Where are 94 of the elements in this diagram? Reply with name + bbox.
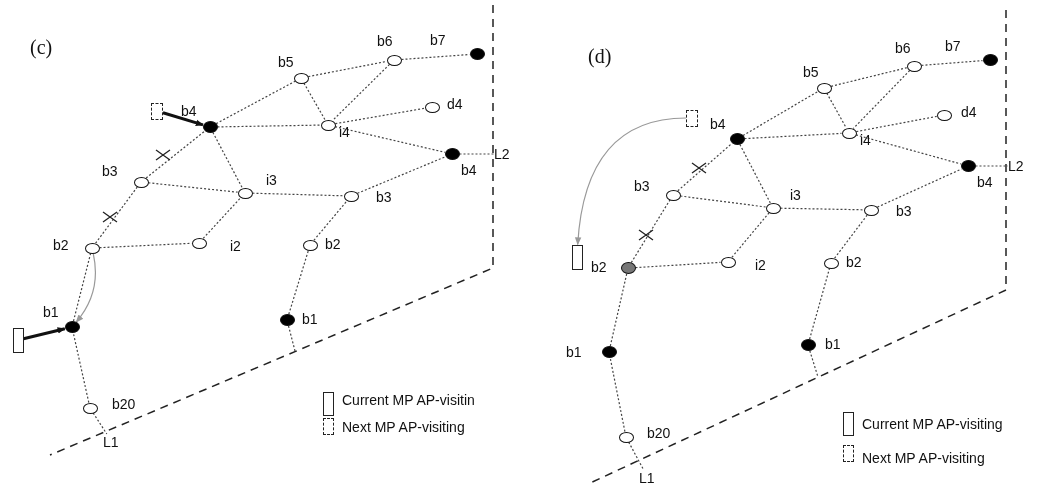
connector-line: [739, 143, 771, 204]
node-label: b20: [647, 425, 671, 441]
arrow: [75, 252, 97, 323]
node-label: b2: [53, 237, 69, 253]
arrow: [23, 327, 66, 341]
node-label: b20: [112, 396, 136, 412]
node-label: b1: [43, 304, 59, 320]
arrow: [575, 117, 687, 246]
panel-label: (c): [30, 36, 53, 58]
connector-line: [356, 156, 446, 194]
connector-line: [72, 252, 92, 322]
connector-line: [458, 153, 495, 155]
node-label: b3: [896, 203, 912, 219]
node-label: b2: [846, 254, 862, 270]
connector-line: [630, 199, 671, 264]
connector-line: [634, 261, 722, 269]
arrow: [162, 111, 204, 127]
node-label: b5: [278, 54, 294, 70]
connector-line: [215, 80, 296, 125]
node-label: b4: [977, 174, 993, 190]
connector-line: [334, 126, 446, 153]
legend-text: Next MP AP-visiting: [342, 419, 465, 435]
connector-line: [809, 267, 831, 340]
node-label: d4: [961, 104, 977, 120]
connector-line: [303, 82, 326, 121]
line-label: L1: [103, 434, 119, 450]
connector-line: [855, 134, 962, 165]
connector-line: [147, 182, 239, 193]
connector-line: [876, 168, 963, 208]
node-label: b2: [325, 236, 341, 252]
connector-line: [202, 197, 242, 239]
connector-line: [742, 90, 819, 137]
connector-line: [852, 69, 911, 130]
node-label: b1: [302, 311, 318, 327]
node-label: b3: [634, 178, 650, 194]
node-label: b3: [102, 163, 118, 179]
node-label: b4: [181, 103, 197, 119]
connector-line: [145, 130, 206, 179]
node-label: i3: [266, 172, 277, 188]
connector-line: [212, 131, 243, 189]
node-label: d4: [447, 96, 463, 112]
rectangle-marker: [686, 109, 698, 127]
connector-line: [331, 63, 391, 122]
node-label: b2: [591, 259, 607, 275]
connector-line: [855, 115, 938, 133]
node-label: b5: [803, 64, 819, 80]
connector-line: [628, 441, 645, 471]
connector-line: [731, 212, 770, 258]
connector-line: [334, 107, 426, 125]
node-label: i4: [860, 132, 871, 148]
connector-line: [679, 195, 767, 208]
node-label: i2: [230, 238, 241, 254]
connector-line: [95, 186, 138, 244]
connector-line: [287, 325, 296, 352]
connector-line: [677, 142, 733, 192]
line-label: L1: [639, 470, 655, 484]
line-label: L2: [1008, 158, 1024, 174]
connector-line: [251, 192, 345, 197]
connector-line: [313, 200, 348, 241]
connector-line: [834, 214, 868, 259]
connector-line: [72, 332, 90, 404]
node-label: b6: [895, 40, 911, 56]
legend-text: Current MP AP-visitin: [342, 392, 475, 408]
connector-line: [216, 124, 322, 128]
node-label: b1: [825, 336, 841, 352]
connector-line: [743, 132, 843, 140]
connector-line: [92, 412, 108, 435]
rectangle-marker: [571, 244, 583, 270]
connector-line: [779, 207, 865, 211]
legend-text: Next MP AP-visiting: [862, 450, 985, 466]
node-label: b7: [945, 38, 961, 54]
connector-line: [307, 60, 388, 78]
rectangle-marker: [12, 327, 24, 353]
line-label: L2: [494, 146, 510, 162]
node-label: b6: [377, 33, 393, 49]
node-label: b4: [461, 162, 477, 178]
connector-line: [288, 249, 309, 315]
node-label: b1: [566, 344, 582, 360]
node-label: b3: [376, 189, 392, 205]
connector-line: [809, 350, 819, 378]
rectangle-marker: [151, 102, 163, 120]
node-label: b7: [430, 32, 446, 48]
connector-line: [609, 273, 628, 347]
node-label: i2: [755, 257, 766, 273]
connector-line: [609, 357, 626, 433]
legend-text: Current MP AP-visiting: [862, 416, 1003, 432]
panel-label: (d): [588, 45, 612, 67]
connector-line: [826, 92, 847, 129]
node-label: i4: [339, 124, 350, 140]
node-label: b4: [710, 116, 726, 132]
connector-line: [920, 60, 984, 66]
node-label: i3: [790, 187, 801, 203]
connector-line: [830, 67, 908, 87]
connector-line: [974, 165, 1009, 167]
